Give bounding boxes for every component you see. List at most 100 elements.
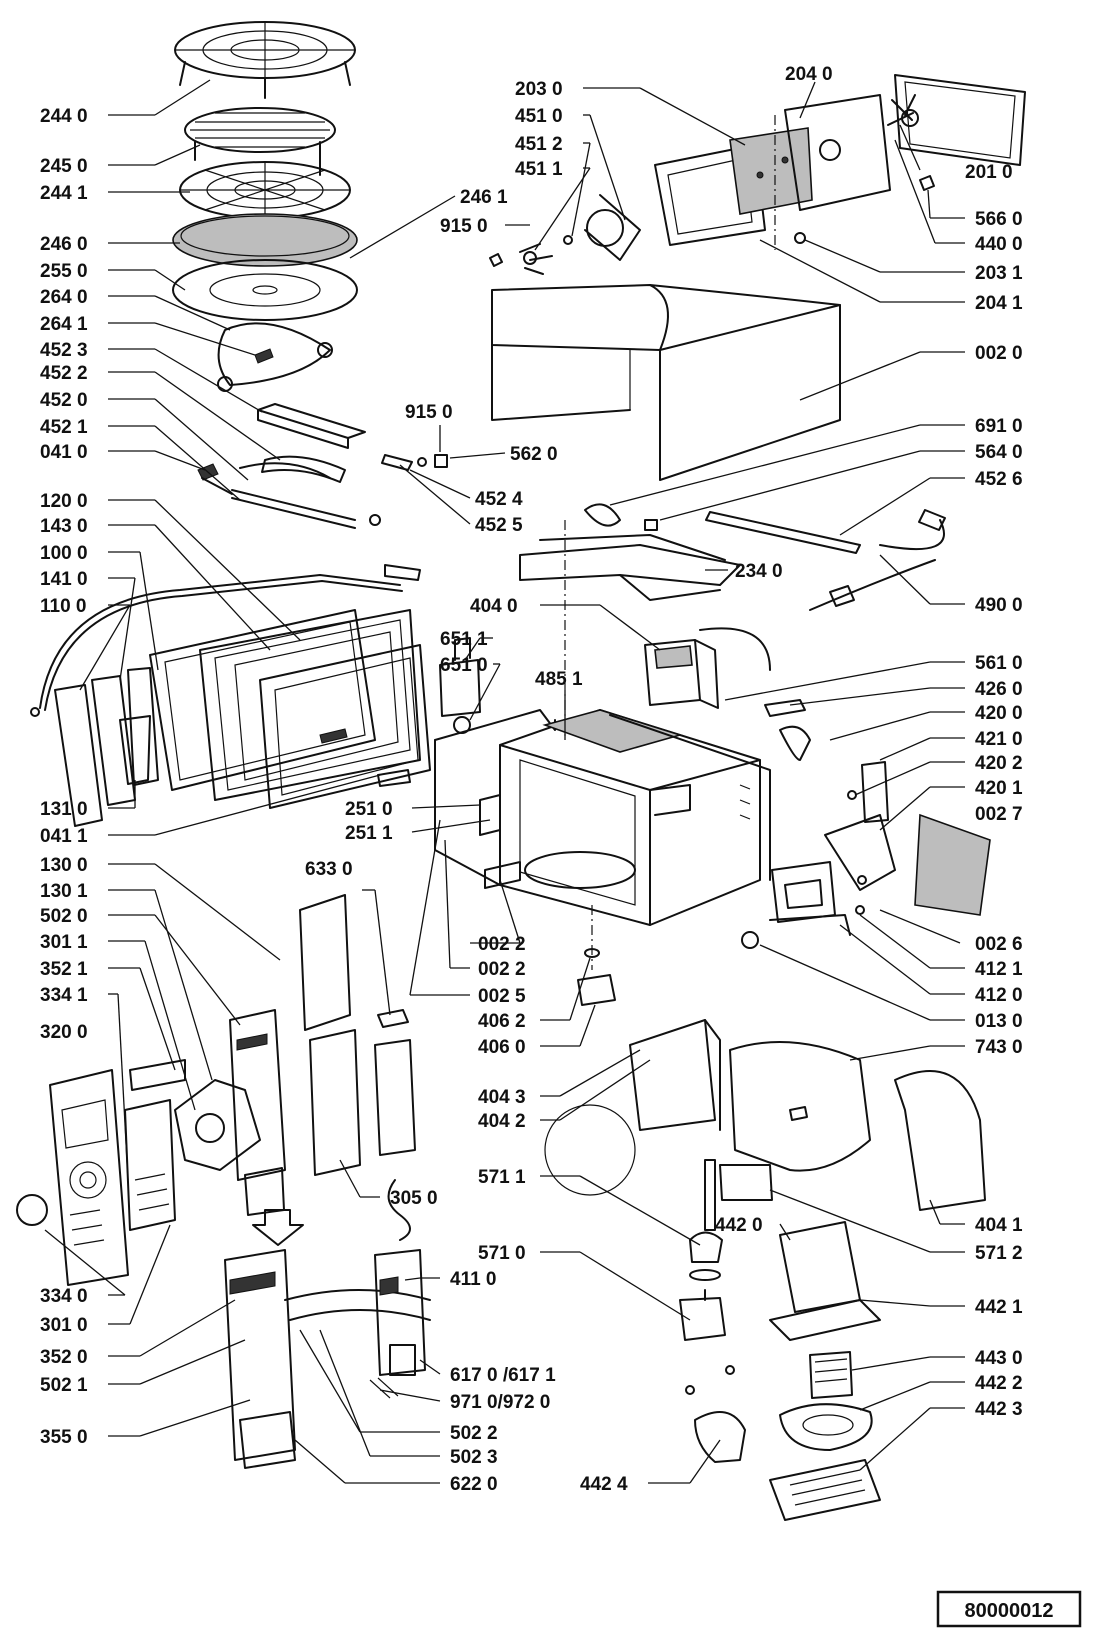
label-5023: 502 3 xyxy=(450,1447,498,1468)
label-0410: 041 0 xyxy=(40,442,88,463)
labels-center-right: 203 0 451 0 451 2 451 1 246 1 915 0 204 … xyxy=(305,64,1023,1495)
label-5710: 571 0 xyxy=(478,1243,526,1264)
label-4201: 420 1 xyxy=(975,778,1023,799)
label-3200: 320 0 xyxy=(40,1022,88,1043)
label-3521: 352 1 xyxy=(40,959,88,980)
label-5712: 571 2 xyxy=(975,1243,1023,1264)
label-0022a: 002 2 xyxy=(478,934,526,955)
roller-support xyxy=(217,322,333,392)
convection-fan-group xyxy=(489,74,1026,275)
label-1200: 120 0 xyxy=(40,491,88,512)
label-4430: 443 0 xyxy=(975,1348,1023,1369)
label-5021: 502 1 xyxy=(40,1375,88,1396)
label-6220: 622 0 xyxy=(450,1474,498,1495)
label-1310: 131 0 xyxy=(40,799,88,820)
label-0411: 041 1 xyxy=(40,826,88,847)
label-1100: 110 0 xyxy=(40,596,87,617)
label-4521: 452 1 xyxy=(40,417,88,438)
label-2041: 204 1 xyxy=(975,293,1023,314)
label-2030: 203 0 xyxy=(515,79,563,100)
label-4526: 452 6 xyxy=(975,469,1023,490)
fan-motor-group xyxy=(679,1159,881,1521)
label-4121: 412 1 xyxy=(975,959,1023,980)
label-2461: 246 1 xyxy=(460,187,508,208)
label-9150b: 915 0 xyxy=(405,402,453,423)
grill-rack-upper xyxy=(174,21,356,99)
top-plate-group xyxy=(519,503,946,740)
label-3520: 352 0 xyxy=(40,1347,88,1368)
label-4060: 406 0 xyxy=(478,1037,526,1058)
label-1410: 141 0 xyxy=(40,569,88,590)
label-5610: 561 0 xyxy=(975,653,1023,674)
label-7430: 743 0 xyxy=(975,1037,1023,1058)
label-4520: 452 0 xyxy=(40,390,88,411)
label-4421: 442 1 xyxy=(975,1297,1023,1318)
label-4510: 451 0 xyxy=(515,106,563,127)
label-6511: 651 1 xyxy=(440,629,488,650)
reference-number: 80000012 xyxy=(965,1600,1054,1622)
label-1430: 143 0 xyxy=(40,516,88,537)
label-5640: 564 0 xyxy=(975,442,1023,463)
label-2640: 264 0 xyxy=(40,287,88,308)
transformer xyxy=(644,627,771,709)
label-4041: 404 1 xyxy=(975,1215,1023,1236)
reference-box: 80000012 xyxy=(936,1590,1082,1628)
label-2510: 251 0 xyxy=(345,799,393,820)
label-2450: 245 0 xyxy=(40,156,88,177)
label-4422: 442 2 xyxy=(975,1373,1023,1394)
door-assembly xyxy=(30,564,431,827)
labels-left: 244 0 245 0 244 1 246 0 255 0 264 0 264 … xyxy=(40,106,88,1448)
label-1301: 130 1 xyxy=(40,881,88,902)
turntable-motor xyxy=(577,905,616,1006)
label-3340: 334 0 xyxy=(40,1286,88,1307)
magnetron-area xyxy=(764,699,991,916)
label-1300: 130 0 xyxy=(40,855,88,876)
label-4200: 420 0 xyxy=(975,703,1023,724)
part-drawings xyxy=(16,21,1026,1521)
hv-transformer xyxy=(741,861,851,949)
label-5020: 502 0 xyxy=(40,906,88,927)
roller-rack xyxy=(179,161,351,219)
oven-cavity xyxy=(434,709,771,926)
label-4424: 442 4 xyxy=(580,1474,628,1495)
label-2550: 255 0 xyxy=(40,261,88,282)
label-4110: 411 0 xyxy=(450,1269,497,1290)
label-6510: 651 0 xyxy=(440,655,488,676)
label-3550: 355 0 xyxy=(40,1427,88,1448)
label-4062: 406 2 xyxy=(478,1011,526,1032)
label-0022b: 002 2 xyxy=(478,959,526,980)
label-4040: 404 0 xyxy=(470,596,518,617)
label-4511: 451 1 xyxy=(515,159,563,180)
label-0027: 002 7 xyxy=(975,804,1023,825)
label-2441: 244 1 xyxy=(40,183,88,204)
crisp-plate xyxy=(172,213,358,267)
grill-rack-low xyxy=(184,107,336,176)
label-2340: 234 0 xyxy=(735,561,783,582)
label-4512: 451 2 xyxy=(515,134,563,155)
label-4260: 426 0 xyxy=(975,679,1023,700)
label-4851: 485 1 xyxy=(535,669,583,690)
label-5660: 566 0 xyxy=(975,209,1023,230)
label-4420: 442 0 xyxy=(715,1215,763,1236)
label-4042: 404 2 xyxy=(478,1111,526,1132)
label-4043: 404 3 xyxy=(478,1087,526,1108)
label-2440: 244 0 xyxy=(40,106,88,127)
label-5620: 562 0 xyxy=(510,444,558,465)
grill-element xyxy=(197,403,381,529)
label-0020: 002 0 xyxy=(975,343,1023,364)
label-2040: 204 0 xyxy=(785,64,833,85)
label-4522: 452 2 xyxy=(40,363,88,384)
label-4120: 412 0 xyxy=(975,985,1023,1006)
label-4524: 452 4 xyxy=(475,489,523,510)
label-2511: 251 1 xyxy=(345,823,393,844)
glass-turntable xyxy=(172,259,358,321)
label-3010: 301 0 xyxy=(40,1315,88,1336)
label-4423: 442 3 xyxy=(975,1399,1023,1420)
label-2460: 246 0 xyxy=(40,234,88,255)
label-2010: 201 0 xyxy=(965,162,1013,183)
door-interlock xyxy=(439,637,481,734)
label-0025: 002 5 xyxy=(478,986,526,1007)
label-4900: 490 0 xyxy=(975,595,1023,616)
label-5022: 502 2 xyxy=(450,1423,498,1444)
